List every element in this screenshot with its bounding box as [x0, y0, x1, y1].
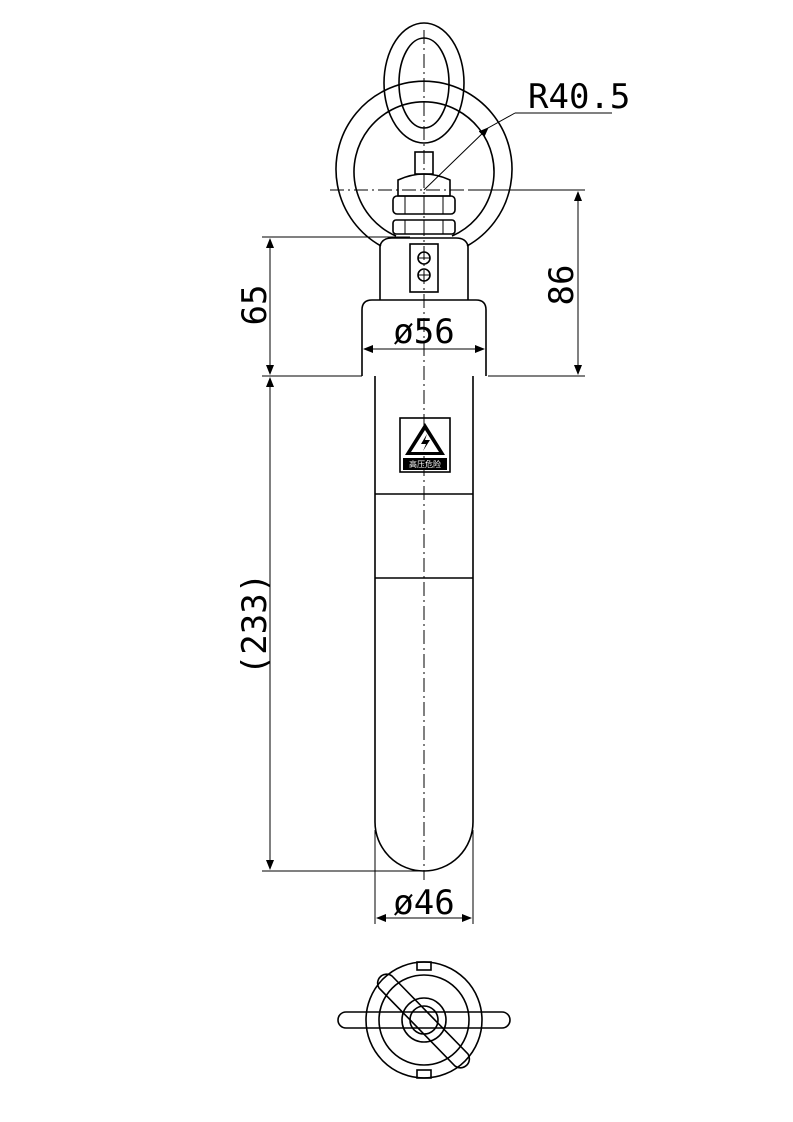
dimension-radius: R40.5 [423, 77, 630, 191]
dimension-body-diameter: ø46 [374, 830, 474, 924]
top-view [337, 961, 511, 1079]
warning-label: 高压危险 [399, 417, 451, 473]
overall-length-label: (233) [235, 573, 275, 675]
nut-assembly [379, 151, 469, 300]
dimension-overall-length: (233) [235, 377, 424, 872]
top-height-label: 65 [235, 285, 275, 326]
radius-label: R40.5 [528, 77, 630, 117]
dimension-right-height: 86 [470, 189, 585, 377]
center-lines [330, 30, 520, 880]
right-height-label: 86 [542, 265, 582, 306]
warning-label-text: 高压危险 [409, 459, 441, 469]
head-cap [361, 299, 487, 376]
body-diameter-label: ø46 [393, 883, 454, 923]
dimension-head-diameter: ø56 [363, 312, 485, 353]
dimension-top-height: 65 [235, 236, 410, 377]
high-voltage-warning-icon [405, 423, 445, 455]
head-diameter-label: ø56 [393, 312, 454, 352]
top-oval-ring [383, 22, 465, 144]
